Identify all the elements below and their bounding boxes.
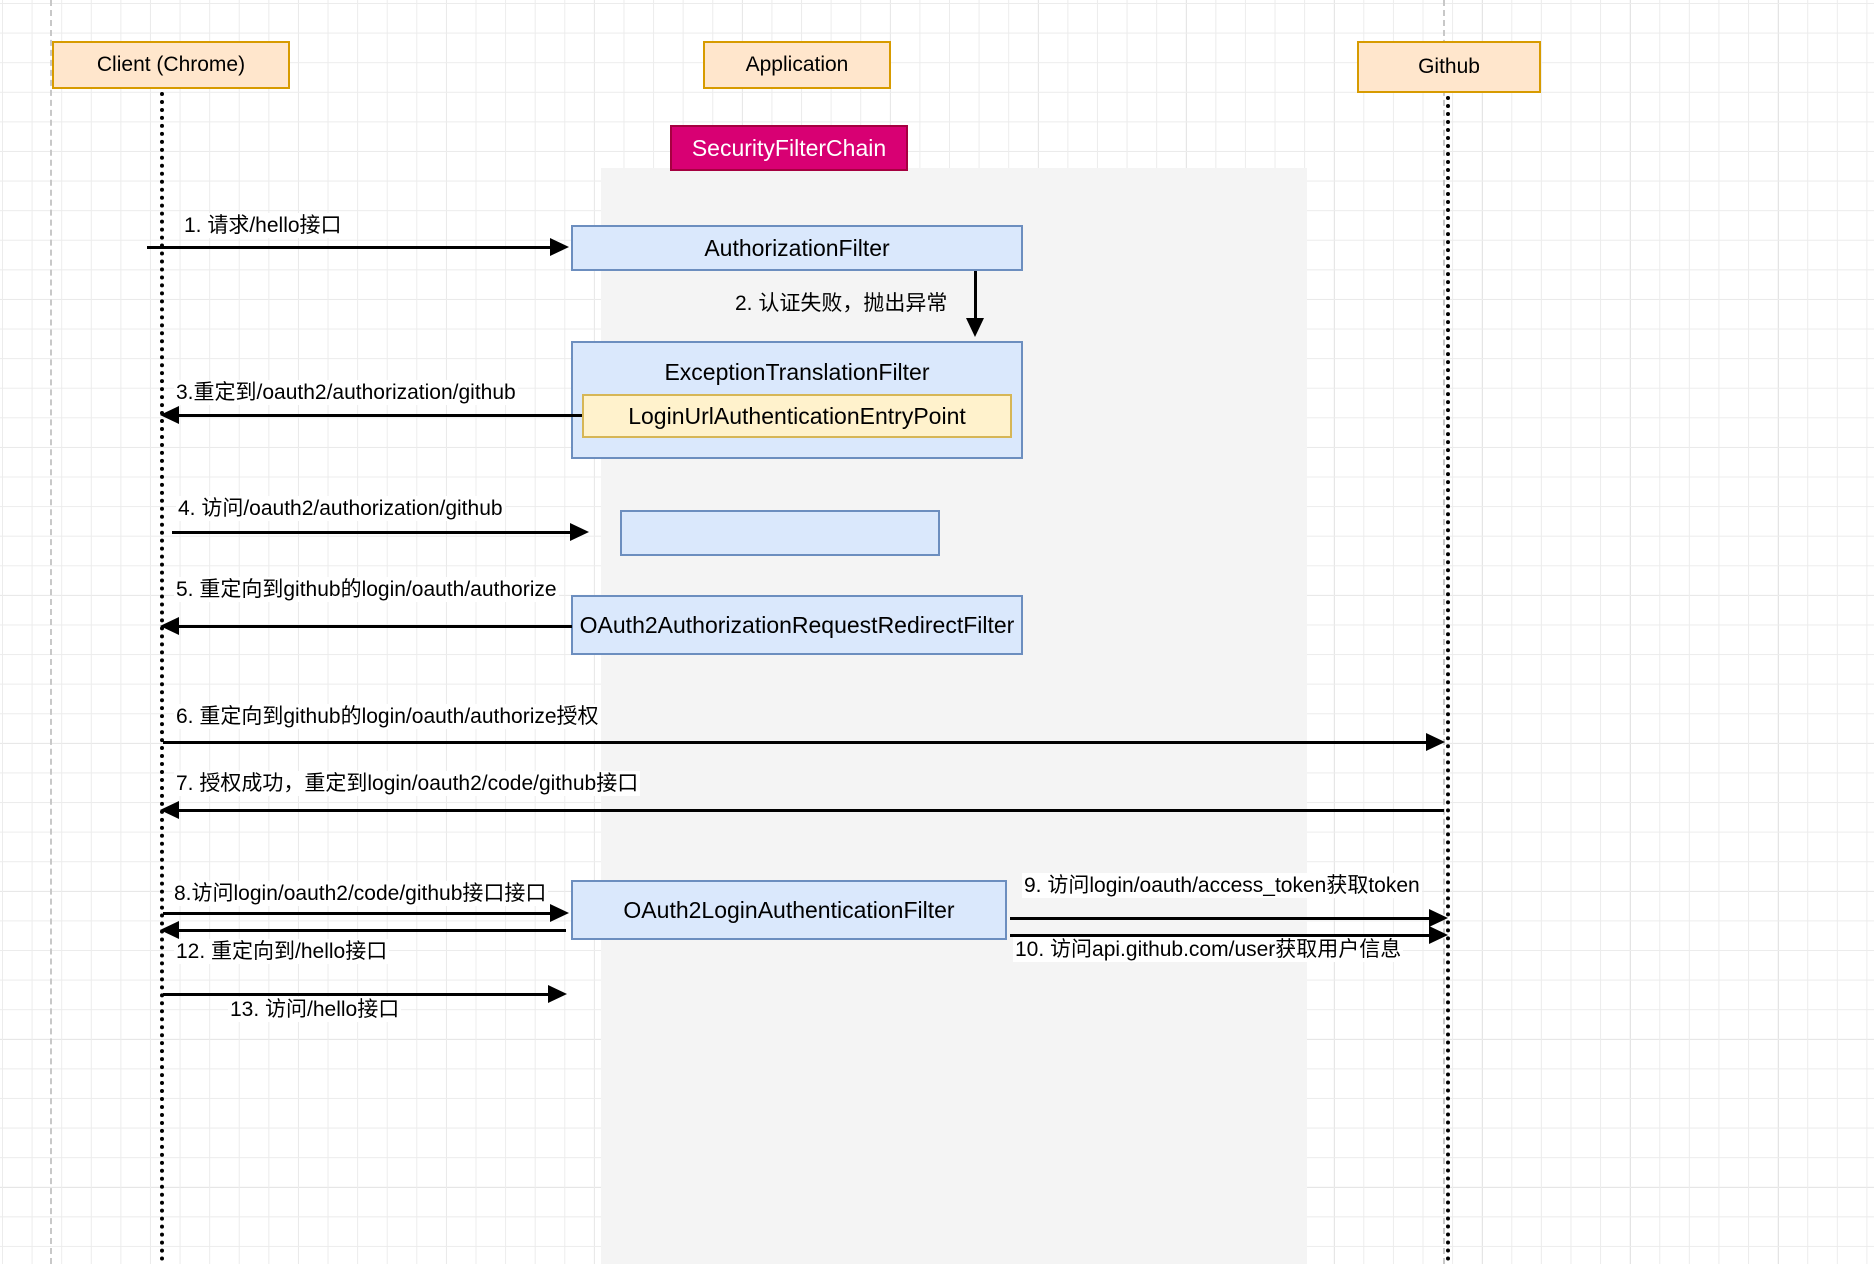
arrowhead-8-icon	[550, 904, 569, 922]
arrowhead-11-icon	[160, 921, 179, 939]
arrowhead-6-icon	[1426, 733, 1445, 751]
message-arrow-5	[176, 625, 572, 628]
message-label-2: 2. 认证失败，抛出异常	[735, 292, 948, 315]
arrowhead-4-icon	[570, 523, 589, 541]
filter-label-oauth2-login-filter: OAuth2LoginAuthenticationFilter	[623, 896, 955, 923]
message-label-10: 10. 访问api.github.com/user获取用户信息	[1013, 937, 1404, 963]
arrowhead-2-icon	[966, 318, 984, 337]
message-label-5: 5. 重定向到github的login/oauth/authorize	[174, 577, 559, 603]
arrowhead-13-icon	[548, 985, 567, 1003]
actor-box-application[interactable]: Application	[703, 41, 891, 89]
filter-box-authorization-filter[interactable]: AuthorizationFilter	[571, 225, 1023, 271]
arrowhead-1-icon	[550, 238, 569, 256]
filter-label-authorization-filter: AuthorizationFilter	[704, 234, 890, 261]
filter-box-oauth2-redirect-filter[interactable]: OAuth2AuthorizationRequestRedirectFilter	[571, 595, 1023, 655]
message-arrow-7	[176, 809, 1444, 812]
message-label-13: 13. 访问/hello接口	[228, 997, 402, 1023]
message-label-9: 9. 访问login/oauth/access_token获取token	[1022, 873, 1422, 899]
message-arrow-1	[147, 246, 552, 249]
filter-label-exception-translation-filter: ExceptionTranslationFilter	[664, 359, 930, 385]
message-arrow-4	[172, 531, 572, 534]
message-arrow-2	[974, 271, 977, 321]
page-break-guide-right	[1443, 0, 1445, 1264]
message-label-1: 1. 请求/hello接口	[182, 213, 344, 239]
message-arrow-9	[1010, 917, 1431, 920]
actor-label-client: Client (Chrome)	[96, 53, 246, 76]
page-break-guide-left	[50, 0, 52, 1264]
filter-label-login-url-entry-point: LoginUrlAuthenticationEntryPoint	[628, 402, 966, 429]
filter-box-oauth2-login-filter[interactable]: OAuth2LoginAuthenticationFilter	[571, 880, 1007, 940]
message-label-3: 3.重定到/oauth2/authorization/github	[174, 380, 518, 406]
actor-label-github: Github	[1418, 55, 1480, 78]
message-arrow-10	[1010, 934, 1431, 937]
filter-box-login-url-entry-point[interactable]: LoginUrlAuthenticationEntryPoint	[582, 394, 1012, 438]
message-arrow-6	[163, 741, 1428, 744]
message-arrow-8	[163, 912, 552, 915]
lifeline-github	[1446, 96, 1450, 1262]
arrowhead-10-icon	[1429, 926, 1448, 944]
message-arrow-3	[176, 414, 582, 417]
actor-label-application: Application	[745, 53, 849, 76]
message-label-4: 4. 访问/oauth2/authorization/github	[176, 496, 505, 522]
lifeline-client	[160, 92, 164, 1262]
message-label-7: 7. 授权成功，重定到login/oauth2/code/github接口	[174, 771, 641, 797]
message-label-12: 12. 重定向到/hello接口	[174, 939, 390, 965]
actor-box-client[interactable]: Client (Chrome)	[52, 41, 290, 89]
message-label-8: 8.访问login/oauth2/code/github接口接口	[172, 881, 549, 907]
message-arrow-11	[176, 929, 566, 932]
filter-box-blank[interactable]	[620, 510, 940, 556]
security-filter-chain-region	[601, 168, 1307, 1264]
arrowhead-5-icon	[160, 617, 179, 635]
arrowhead-9-icon	[1429, 909, 1448, 927]
message-arrow-13	[163, 993, 550, 996]
arrowhead-3-icon	[160, 406, 179, 424]
arrowhead-7-icon	[160, 801, 179, 819]
security-filter-chain-title: SecurityFilterChain	[670, 125, 908, 171]
actor-box-github[interactable]: Github	[1357, 41, 1541, 93]
filter-label-oauth2-redirect-filter: OAuth2AuthorizationRequestRedirectFilter	[579, 611, 1015, 638]
security-filter-chain-title-label: SecurityFilterChain	[691, 134, 887, 161]
message-label-6: 6. 重定向到github的login/oauth/authorize授权	[174, 704, 601, 730]
